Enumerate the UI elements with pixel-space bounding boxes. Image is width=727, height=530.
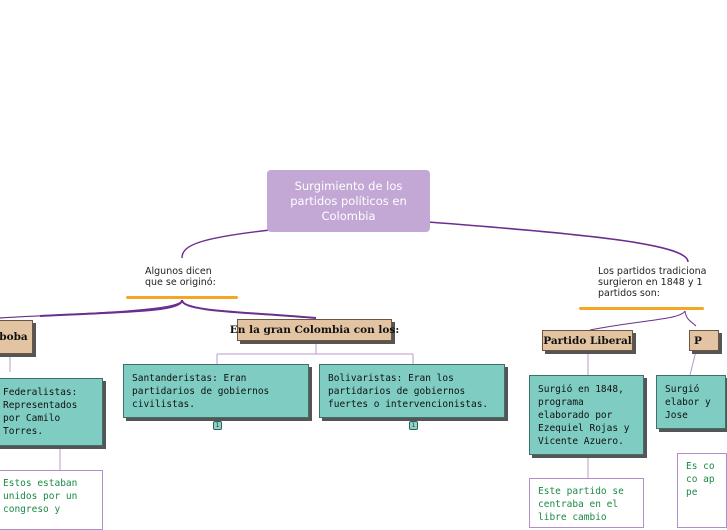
note-liberal[interactable]: Este partido se centraba en el libre cam… <box>529 478 644 528</box>
node-liberal-description[interactable]: Surgió en 1848, programa elaborado por E… <box>529 375 644 455</box>
node-conservador-description[interactable]: Surgió elabor y Jose <box>656 375 726 429</box>
left-branch-underline <box>126 296 238 299</box>
note-liberal-text: Este partido se centraba en el libre cam… <box>538 486 624 523</box>
node-bolivaristas[interactable]: Bolivaristas: Eran los partidarios de go… <box>319 364 505 418</box>
topic-patria-boba[interactable]: boba <box>0 320 33 354</box>
child-count-badge-santanderistas[interactable]: 1 <box>213 421 222 430</box>
left-branch-label[interactable]: Algunos dicen que se originó: <box>145 266 216 288</box>
topic-partido-conservador[interactable]: P <box>689 330 719 351</box>
topic-gran-colombia-label: En la gran Colombia con los: <box>229 324 400 336</box>
note-federalistas-text: Estos estaban unidos por un congreso y <box>3 478 78 515</box>
root-topic[interactable]: Surgimiento de los partidos políticos en… <box>267 170 430 232</box>
note-conservador[interactable]: Es co co ap pe <box>677 453 727 528</box>
node-santanderistas-text: Santanderistas: Eran partidarios de gobi… <box>132 373 270 410</box>
topic-partido-liberal[interactable]: Partido Liberal <box>542 330 633 351</box>
note-conservador-text: Es co co ap pe <box>686 461 715 498</box>
node-liberal-description-text: Surgió en 1848, programa elaborado por E… <box>538 384 630 447</box>
right-branch-underline <box>579 307 704 310</box>
child-count-badge-bolivaristas[interactable]: 1 <box>409 421 418 430</box>
topic-gran-colombia[interactable]: En la gran Colombia con los: <box>230 319 399 341</box>
topic-partido-conservador-label: P <box>694 334 702 347</box>
node-federalistas[interactable]: Federalistas: Representados por Camilo T… <box>0 378 103 446</box>
node-conservador-description-text: Surgió elabor y Jose <box>665 384 711 421</box>
right-branch-label[interactable]: Los partidos tradiciona surgieron en 184… <box>598 266 707 299</box>
topic-patria-boba-label: boba <box>0 331 28 343</box>
topic-partido-liberal-label: Partido Liberal <box>543 334 632 347</box>
node-santanderistas[interactable]: Santanderistas: Eran partidarios de gobi… <box>123 364 309 418</box>
node-bolivaristas-text: Bolivaristas: Eran los partidarios de go… <box>328 373 489 410</box>
connector-lines <box>0 221 697 478</box>
root-title: Surgimiento de los partidos políticos en… <box>290 178 407 223</box>
note-federalistas[interactable]: Estos estaban unidos por un congreso y <box>0 470 103 530</box>
node-federalistas-text: Federalistas: Representados por Camilo T… <box>3 387 78 437</box>
